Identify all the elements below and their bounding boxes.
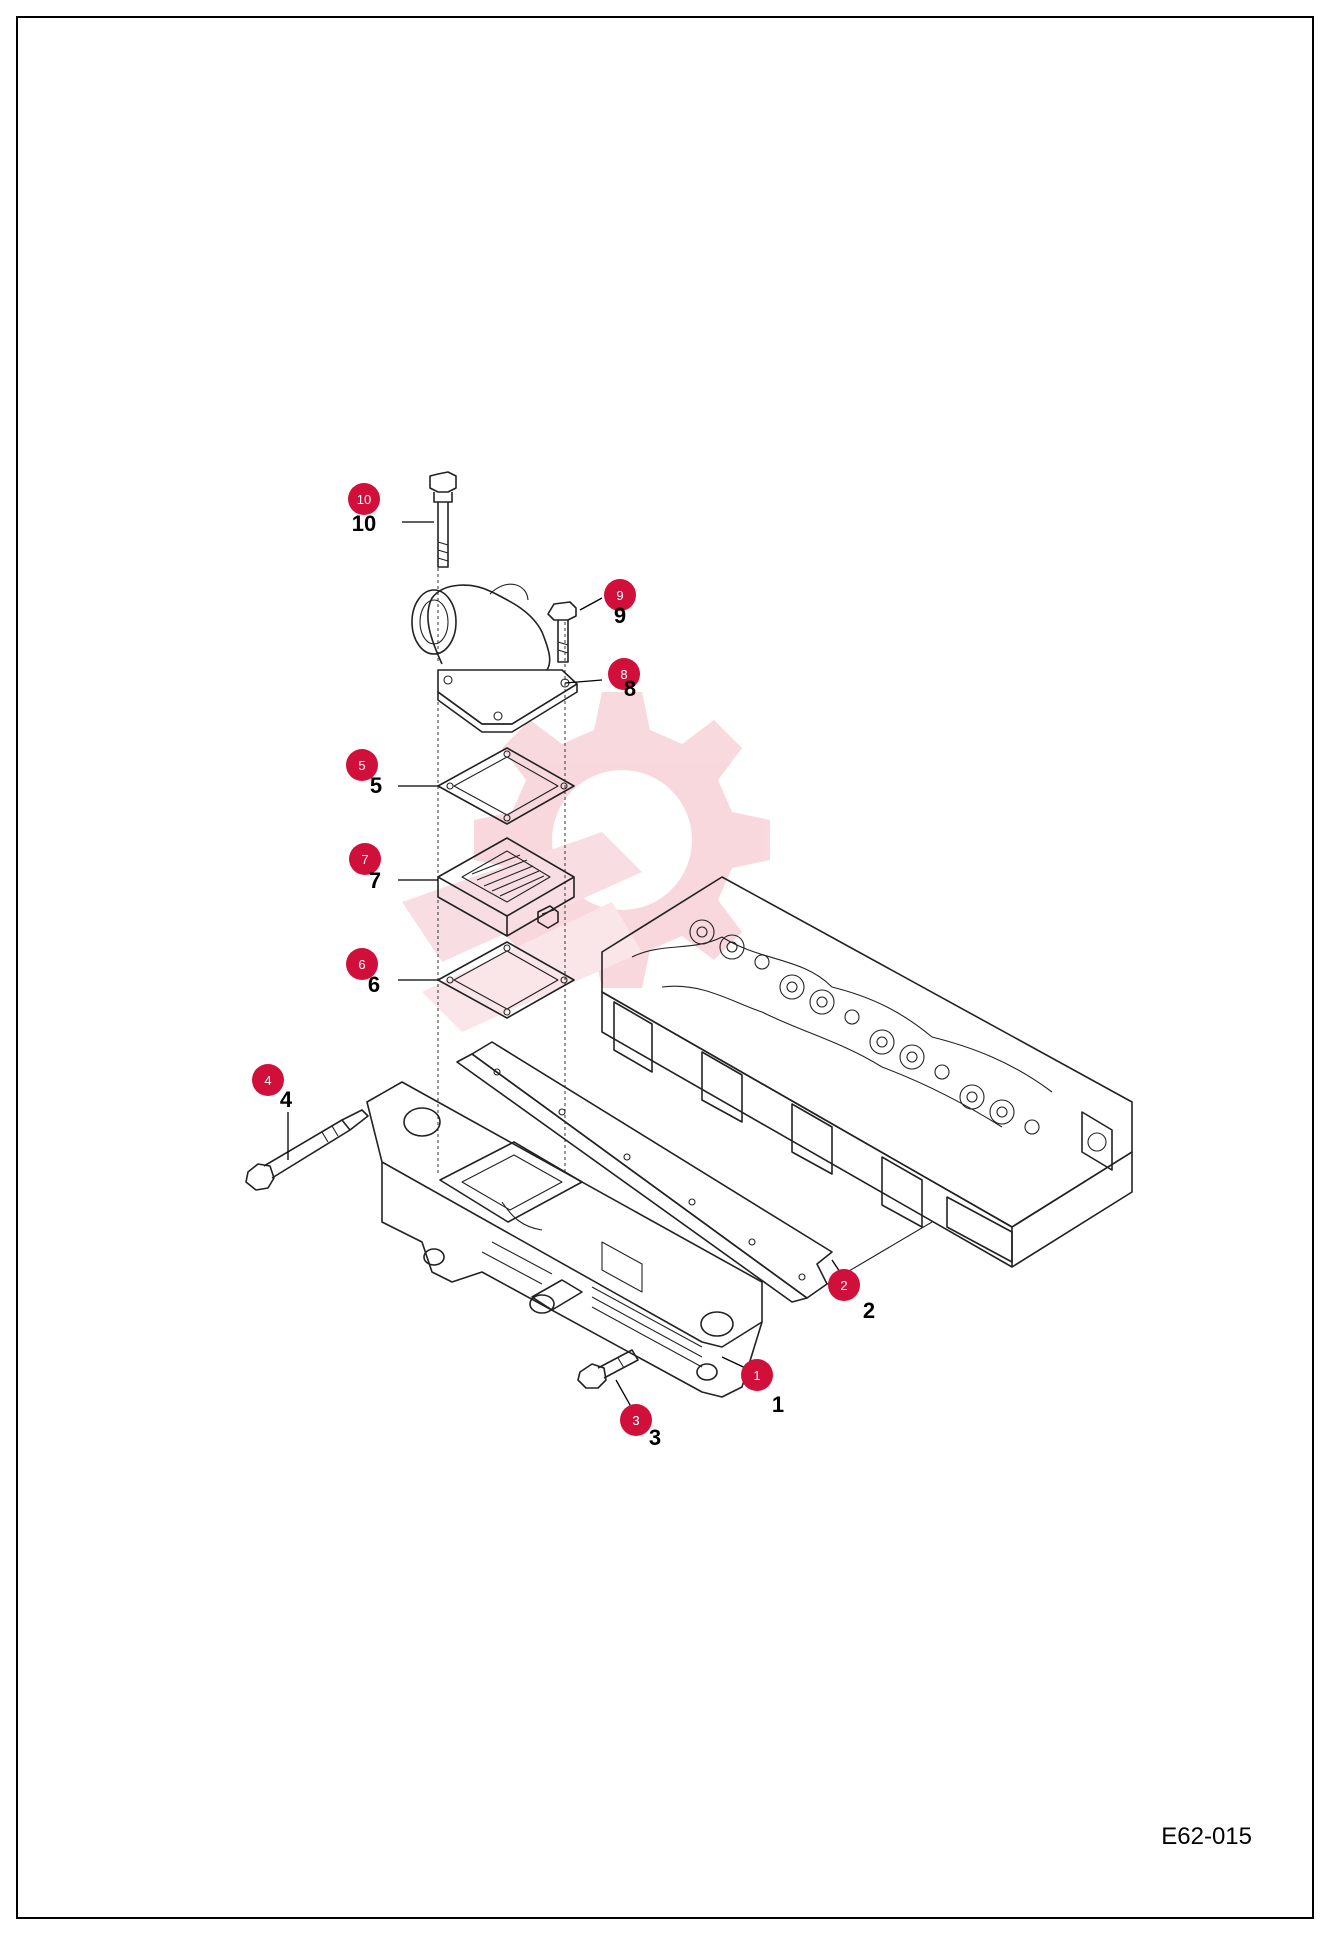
callout-badge-number-8: 8 (620, 667, 627, 682)
cylinder-head (601, 876, 1133, 1268)
part-number-label-1: 1 (772, 1392, 784, 1417)
callout-badge-number-7: 7 (361, 852, 368, 867)
callout-badge-1 (741, 1359, 773, 1391)
part-number-label-9: 9 (614, 603, 626, 628)
callout-badge-4 (252, 1064, 284, 1096)
part-9-short-bolt (547, 601, 577, 663)
part-7-intake-heater (437, 837, 575, 937)
part-5-gasket-upper (437, 747, 575, 825)
callout-badge-8 (608, 658, 640, 690)
callout-badge-number-3: 3 (632, 1413, 639, 1428)
part-1-intake-manifold (366, 1081, 763, 1398)
callout-badge-number-9: 9 (616, 588, 623, 603)
callout-badge-number-5: 5 (358, 758, 365, 773)
callout-badge-number-4: 4 (264, 1073, 271, 1088)
callout-badge-number-10: 10 (357, 492, 371, 507)
callout-badge-2 (828, 1269, 860, 1301)
part-6-gasket-lower (437, 941, 575, 1019)
callout-badge-6 (346, 948, 378, 980)
callout-badge-7 (349, 843, 381, 875)
callout-badge-3 (620, 1404, 652, 1436)
part-number-label-10: 10 (352, 511, 376, 536)
part-8-intake-elbow (411, 583, 578, 733)
part-number-label-3: 3 (649, 1425, 661, 1450)
valve-ports (689, 919, 1040, 1135)
callout-badge-number-2: 2 (840, 1278, 847, 1293)
part-2-manifold-gasket (456, 1041, 933, 1303)
callout-badge-10 (348, 483, 380, 515)
part-number-label-8: 8 (624, 676, 636, 701)
callout-badge-5 (346, 749, 378, 781)
callout-badge-number-1: 1 (753, 1368, 760, 1383)
part-3-short-bolt (577, 1349, 639, 1389)
part-number-label-6: 6 (368, 972, 380, 997)
part-10-long-bolt (429, 471, 457, 568)
intake-ports (613, 1001, 923, 1228)
part-4-long-bolt (245, 1109, 369, 1191)
part-number-label-4: 4 (280, 1087, 293, 1112)
gear-icon (402, 692, 770, 1032)
callout-badge-9 (604, 579, 636, 611)
drawing-number: E62-015 (1161, 1823, 1252, 1850)
part-number-label-7: 7 (369, 868, 381, 893)
callout-badge-number-6: 6 (358, 957, 365, 972)
part-number-label-5: 5 (370, 773, 382, 798)
part-number-label-2: 2 (863, 1298, 875, 1323)
